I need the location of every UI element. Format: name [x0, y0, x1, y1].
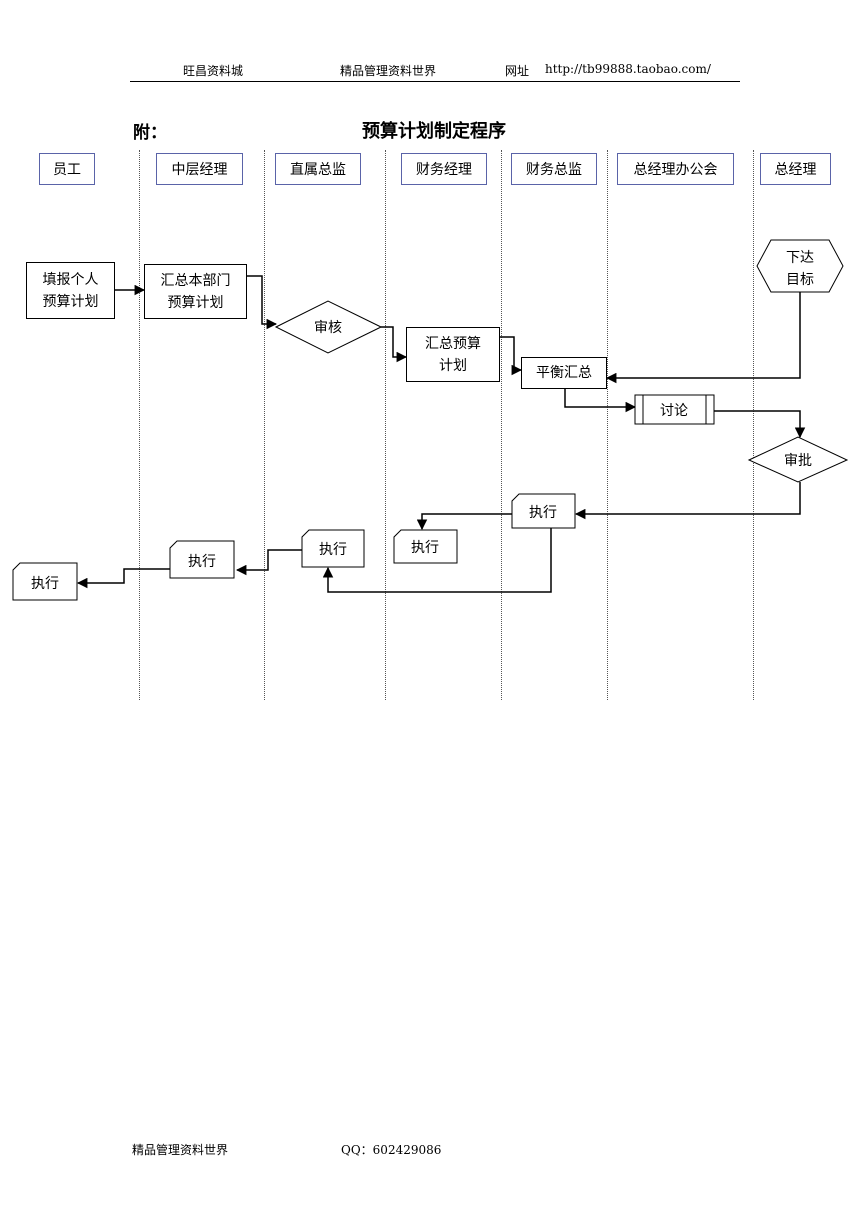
- decision-review[interactable]: 审核: [274, 300, 383, 354]
- lane-separator: [385, 150, 386, 700]
- arrow-target-to-balance: [605, 292, 801, 384]
- footer-slogan: 精品管理资料世界: [132, 1143, 229, 1157]
- process-fill-personal-budget[interactable]: 填报个人 预算计划: [26, 262, 115, 319]
- svg-text:执行: 执行: [529, 505, 557, 521]
- lane-separator: [753, 150, 754, 700]
- arrow-review-to-budget: [381, 326, 408, 363]
- process-budget-plan-summary[interactable]: 汇总预算 计划: [406, 327, 500, 382]
- svg-text:执行: 执行: [319, 542, 347, 558]
- arrow-balance-to-discussion: [564, 389, 637, 413]
- svg-text:执行: 执行: [411, 540, 439, 556]
- arrow-approve-to-findirector-execute: [574, 482, 801, 520]
- decision-review-label: 审核: [314, 320, 342, 336]
- discussion-label: 讨论: [660, 403, 688, 419]
- arrow-budget-to-balance: [500, 336, 523, 376]
- execute-finance-director[interactable]: 执行: [511, 493, 576, 529]
- process-discussion[interactable]: 讨论: [634, 394, 715, 425]
- arrow-to-finmanager-execute: [416, 513, 512, 531]
- lane-separator: [501, 150, 502, 700]
- header-divider: [130, 81, 740, 82]
- execute-middle-manager[interactable]: 执行: [169, 540, 235, 579]
- arrow-discussion-to-approve: [714, 410, 806, 439]
- lane-header-middle-manager: 中层经理: [156, 153, 243, 185]
- budget-summary-line1: 汇总预算: [425, 335, 481, 352]
- arrow-manager-to-employee-execute: [76, 568, 170, 589]
- lane-header-direct-director: 直属总监: [275, 153, 361, 185]
- start-issue-target[interactable]: 下达 目标: [756, 239, 844, 293]
- execute-finance-manager[interactable]: 执行: [393, 529, 458, 564]
- fill-personal-line1: 填报个人: [42, 271, 99, 288]
- target-label-line2: 目标: [786, 272, 814, 288]
- lane-header-gm-office-meeting: 总经理办公会: [617, 153, 734, 185]
- title-prefix: 附：: [133, 123, 167, 143]
- execute-employee[interactable]: 执行: [12, 562, 78, 601]
- target-label-line1: 下达: [786, 250, 814, 266]
- execute-direct-director[interactable]: 执行: [301, 529, 365, 568]
- process-balance-summary[interactable]: 平衡汇总: [521, 357, 607, 389]
- lane-separator: [264, 150, 265, 700]
- decision-approve-label: 审批: [784, 453, 812, 469]
- lane-separator: [607, 150, 608, 700]
- page-title: 预算计划制定程序: [362, 121, 506, 142]
- lane-header-general-manager: 总经理: [760, 153, 831, 185]
- dept-summary-line2: 预算计划: [167, 294, 224, 311]
- arrow-dept-to-review: [247, 275, 278, 330]
- header-site-label: 网址: [505, 64, 530, 78]
- header-company: 旺昌资料城: [183, 64, 244, 78]
- fill-personal-line2: 预算计划: [42, 293, 99, 310]
- header-slogan: 精品管理资料世界: [340, 64, 437, 78]
- decision-approve[interactable]: 审批: [747, 436, 849, 483]
- budget-summary-line2: 计划: [439, 357, 467, 374]
- arrow-to-director-execute: [322, 528, 552, 593]
- header-site-url[interactable]: http://tb99888.taobao.com/: [545, 62, 711, 76]
- svg-text:执行: 执行: [188, 554, 216, 570]
- svg-text:执行: 执行: [31, 576, 59, 592]
- dept-summary-line1: 汇总本部门: [160, 272, 231, 289]
- process-dept-budget-summary[interactable]: 汇总本部门 预算计划: [144, 264, 247, 319]
- arrow-director-to-manager-execute: [235, 549, 302, 576]
- lane-header-finance-manager: 财务经理: [401, 153, 487, 185]
- footer-qq: QQ：602429086: [341, 1143, 442, 1157]
- lane-header-finance-director: 财务总监: [511, 153, 597, 185]
- lane-separator: [139, 150, 140, 700]
- balance-summary-label: 平衡汇总: [536, 365, 592, 381]
- lane-header-employee: 员工: [39, 153, 95, 185]
